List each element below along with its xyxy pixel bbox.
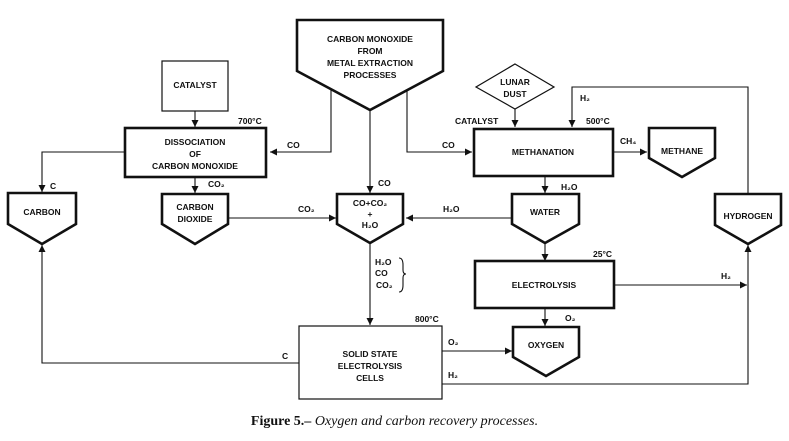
label-solid-to-carbon: C <box>282 351 288 361</box>
water-label: WATER <box>530 207 560 217</box>
label-methanation-to-methane: CH₄ <box>620 136 636 146</box>
carbon-dioxide-line-1: CARBON <box>176 202 213 212</box>
solid-state-line-3: CELLS <box>356 373 384 383</box>
electrolysis-temperature: 25°C <box>593 249 612 259</box>
node-dissociation: DISSOCIATION OF CARBON MONOXIDE 700°C <box>123 116 268 179</box>
solid-state-line-2: ELECTROLYSIS <box>338 361 403 371</box>
oxygen-label: OXYGEN <box>528 340 564 350</box>
edge-dissociation-to-carbon <box>38 151 125 192</box>
edge-co-to-methanation <box>406 88 472 156</box>
lunar-dust-line-2: DUST <box>503 89 527 99</box>
label-catalyst-methanation: CATALYST <box>455 116 499 126</box>
dissociation-line-2: OF <box>189 149 201 159</box>
label-dissociation-to-co2: CO₂ <box>208 179 225 189</box>
node-methane: METHANE <box>647 126 717 179</box>
label-co-to-dissociation: CO <box>287 140 300 150</box>
methane-label: METHANE <box>661 146 703 156</box>
label-mix-to-solid-h2o: H₂O <box>375 257 392 267</box>
node-co-source: CARBON MONOXIDE FROM METAL EXTRACTION PR… <box>295 18 445 112</box>
label-electrolysis-to-oxygen: O₂ <box>565 313 576 323</box>
node-carbon-dioxide: CARBON DIOXIDE <box>160 192 230 246</box>
node-hydrogen: HYDROGEN <box>713 192 783 246</box>
label-co2-to-mix: CO₂ <box>298 204 315 214</box>
brace <box>398 257 407 293</box>
lunar-dust-line-1: LUNAR <box>500 77 530 87</box>
label-dissociation-to-carbon: C <box>50 181 56 191</box>
node-oxygen: OXYGEN <box>511 325 581 378</box>
label-co-to-methanation: CO <box>442 140 455 150</box>
electrolysis-label: ELECTROLYSIS <box>512 280 577 290</box>
label-mix-to-solid-co2: CO₂ <box>376 280 393 290</box>
mix-line-3: H₂O <box>362 220 379 230</box>
label-water-to-mix: H₂O <box>443 204 460 214</box>
hydrogen-label: HYDROGEN <box>723 211 772 221</box>
methanation-temperature: 500°C <box>586 116 610 126</box>
solid-state-temperature: 800°C <box>415 314 439 324</box>
co-source-line-1: CARBON MONOXIDE <box>327 34 413 44</box>
dissociation-line-1: DISSOCIATION <box>165 137 226 147</box>
dissociation-line-3: CARBON MONOXIDE <box>152 161 238 171</box>
label-co-to-mix: CO <box>378 178 391 188</box>
mix-line-1: CO+CO₂ <box>353 198 387 208</box>
node-mix: CO+CO₂ + H₂O <box>335 192 405 245</box>
carbon-label: CARBON <box>23 207 60 217</box>
label-mix-to-solid-co: CO <box>375 268 388 278</box>
carbon-dioxide-line-2: DIOXIDE <box>178 214 213 224</box>
label-electrolysis-to-hydrogen: H₂ <box>721 271 731 281</box>
dissociation-temperature: 700°C <box>238 116 262 126</box>
edge-solid-to-carbon <box>38 245 299 364</box>
label-solid-to-oxygen: O₂ <box>448 337 459 347</box>
label-solid-to-hydrogen: H₂ <box>448 370 458 380</box>
figure-caption: Figure 5.– Oxygen and carbon recovery pr… <box>0 414 789 430</box>
figure-caption-text: Oxygen and carbon recovery processes. <box>314 414 539 429</box>
co-source-line-4: PROCESSES <box>344 70 397 80</box>
node-solid-state-electrolysis: SOLID STATE ELECTROLYSIS CELLS 800°C <box>298 314 443 400</box>
mix-line-2: + <box>368 209 373 219</box>
figure-number: Figure 5.– <box>250 414 312 429</box>
node-methanation: METHANATION 500°C <box>472 116 615 178</box>
co-source-line-3: METAL EXTRACTION <box>327 58 413 68</box>
solid-state-line-1: SOLID STATE <box>343 349 398 359</box>
node-electrolysis: ELECTROLYSIS 25°C <box>473 249 616 310</box>
edge-solid-to-hydrogen <box>442 245 752 385</box>
node-water: WATER <box>510 192 581 245</box>
label-methanation-to-water: H₂O <box>561 182 578 192</box>
node-carbon: CARBON <box>6 191 78 246</box>
label-h2-to-methanation: H₂ <box>580 93 590 103</box>
edge-hydrogen-to-methanation <box>568 86 749 193</box>
node-catalyst: CATALYST <box>161 60 229 112</box>
node-lunar-dust: LUNAR DUST <box>474 63 556 110</box>
catalyst-label: CATALYST <box>173 80 217 90</box>
co-source-line-2: FROM <box>357 46 382 56</box>
edge-co-to-dissociation <box>270 88 332 156</box>
methanation-label: METHANATION <box>512 147 574 157</box>
